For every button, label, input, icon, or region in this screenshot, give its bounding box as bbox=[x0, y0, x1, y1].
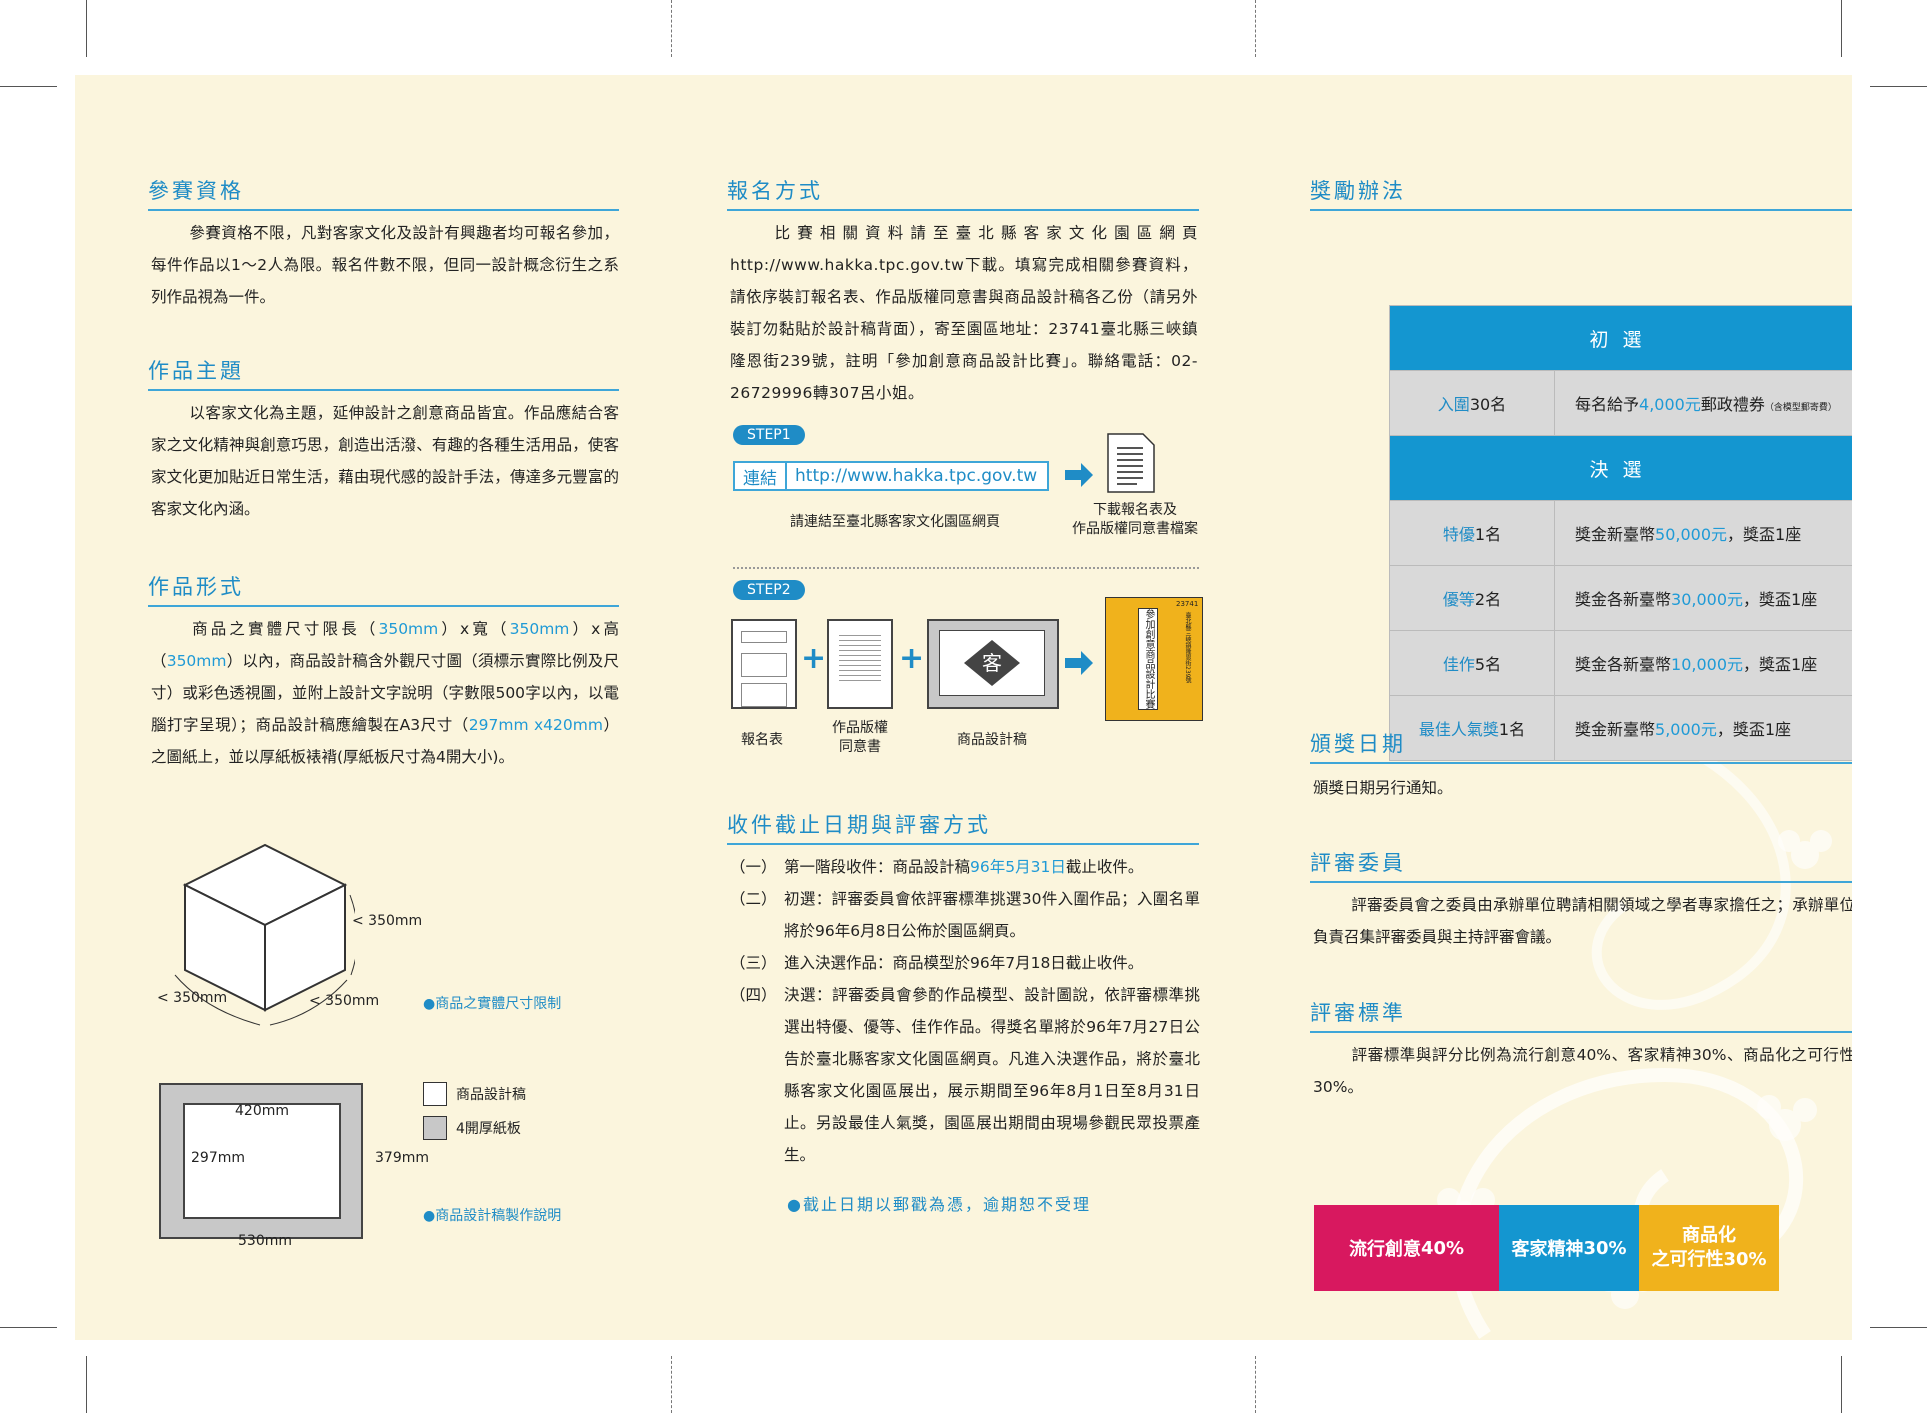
plus-icon: + bbox=[899, 641, 925, 676]
cube-dim-height: < 350mm bbox=[352, 913, 423, 929]
fold-mark bbox=[671, 1356, 672, 1413]
award-row: 入圍30名 每名給予4,000元郵政禮券（含模型郵寄費） bbox=[1389, 370, 1852, 436]
ceremony-text: 頒獎日期另行通知。 bbox=[1313, 779, 1453, 797]
deadline-heading: 收件截止日期與評審方式 bbox=[727, 813, 991, 837]
heading-rule bbox=[1310, 762, 1852, 764]
board-inner-diagram bbox=[183, 1103, 341, 1219]
deadline-item: （三）進入決選作品：商品模型於96年7月18日截止收件。 bbox=[730, 954, 1144, 972]
registration-form-icon bbox=[731, 619, 797, 709]
cube-dim-length: < 350mm bbox=[157, 990, 228, 1006]
heading-rule bbox=[1310, 209, 1852, 211]
crop-mark bbox=[1870, 1327, 1927, 1328]
envelope-address: 臺北縣三峽鎮隆恩街239號 bbox=[1184, 612, 1191, 684]
crop-mark bbox=[1841, 1356, 1842, 1413]
svg-text:客: 客 bbox=[982, 651, 1002, 675]
theme-heading: 作品主題 bbox=[148, 359, 244, 383]
award-row: 優等2名 獎金各新臺幣30,000元，獎盃1座 bbox=[1389, 565, 1852, 631]
criteria-text: 評審標準與評分比例為流行創意40%、客家精神30%、商品化之可行性30%。 bbox=[1313, 1046, 1852, 1096]
heading-rule bbox=[148, 209, 619, 211]
step2-caption-copyright: 作品版權同意書 bbox=[832, 720, 888, 755]
heading-rule bbox=[148, 389, 619, 391]
legend-design-label: 商品設計稿 bbox=[456, 1087, 526, 1103]
deadline-item: （二）初選：評審委員會依評審標準挑選30件入圍作品；入圍名單將於96年6月8日公… bbox=[730, 890, 1200, 940]
heading-rule bbox=[1310, 1031, 1852, 1033]
criteria-heading: 評審標準 bbox=[1310, 1001, 1406, 1025]
committee-text: 評審委員會之委員由承辦單位聘請相關領域之學者專家擔任之；承辦單位負責召集評審委員… bbox=[1313, 896, 1852, 946]
deadline-item: （四）決選：評審委員會參酌作品模型、設計圖說，依評審標準挑選出特優、優等、佳作作… bbox=[730, 986, 1200, 1164]
deadline-list: （一）第一階段收件：商品設計稿96年5月31日截止收件。 （二）初選：評審委員會… bbox=[730, 851, 1200, 1171]
design-draft-icon: 客 bbox=[927, 619, 1059, 709]
fold-mark bbox=[1255, 1356, 1256, 1413]
criteria-bar-commercial: 商品化之可行性30% bbox=[1639, 1205, 1779, 1291]
postmark-note: ●截止日期以郵戳為憑，逾期恕不受理 bbox=[787, 1195, 1091, 1214]
final-header: 決選 bbox=[1389, 435, 1852, 501]
board-inner-height: 297mm bbox=[191, 1150, 245, 1166]
step-divider bbox=[733, 567, 1199, 569]
heading-rule bbox=[727, 209, 1199, 211]
step2-caption-form: 報名表 bbox=[741, 732, 783, 748]
step1-caption-right: 下載報名表及作品版權同意書檔案 bbox=[1072, 502, 1198, 537]
board-outer-width: 530mm bbox=[238, 1233, 292, 1249]
step1-badge: STEP1 bbox=[733, 425, 805, 445]
cube-dim-width: < 350mm bbox=[309, 993, 380, 1009]
registration-text: 比賽相關資料請至臺北縣客家文化園區網頁http://www.hakka.tpc.… bbox=[730, 224, 1198, 402]
website-link-box[interactable]: 連結 http://www.hakka.tpc.gov.tw bbox=[733, 461, 1049, 491]
arrow-right-icon bbox=[1065, 463, 1093, 487]
envelope-icon: 參加創意商品設計比賽 23741 臺北縣三峽鎮隆恩街239號 bbox=[1105, 597, 1203, 721]
committee-heading: 評審委員 bbox=[1310, 851, 1406, 875]
deadline-item: （一）第一階段收件：商品設計稿96年5月31日截止收件。 bbox=[730, 858, 1144, 876]
envelope-label: 參加創意商品設計比賽 bbox=[1138, 608, 1158, 710]
link-tag: 連結 bbox=[735, 463, 787, 489]
crop-mark bbox=[1841, 0, 1842, 57]
step1-caption-left: 請連結至臺北縣客家文化園區網頁 bbox=[790, 514, 1000, 530]
step2-badge: STEP2 bbox=[733, 580, 805, 600]
board-caption: ●商品設計稿製作說明 bbox=[423, 1208, 562, 1224]
ceremony-heading: 頒獎日期 bbox=[1310, 732, 1406, 756]
eligibility-heading: 參賽資格 bbox=[148, 179, 244, 203]
theme-text: 以客家文化為主題，延伸設計之創意商品皆宜。作品應結合客家之文化精神與創意巧思，創… bbox=[151, 404, 619, 518]
award-row: 佳作5名 獎金各新臺幣10,000元，獎盃1座 bbox=[1389, 630, 1852, 696]
heading-rule bbox=[727, 843, 1199, 845]
format-heading: 作品形式 bbox=[148, 575, 244, 599]
heading-rule bbox=[1310, 881, 1852, 883]
eligibility-text: 參賽資格不限，凡對客家文化及設計有興趣者均可報名參加，每件作品以1～2人為限。報… bbox=[151, 224, 619, 306]
registration-heading: 報名方式 bbox=[727, 179, 823, 203]
plus-icon: + bbox=[801, 641, 827, 676]
legend-swatch-board bbox=[423, 1116, 447, 1140]
brochure-page: 參賽資格 參賽資格不限，凡對客家文化及設計有興趣者均可報名參加，每件作品以1～2… bbox=[75, 75, 1852, 1340]
document-download-icon bbox=[1107, 433, 1155, 493]
crop-mark bbox=[0, 86, 57, 87]
step2-caption-design: 商品設計稿 bbox=[957, 732, 1027, 748]
hakka-logo-icon: 客 bbox=[939, 630, 1045, 696]
format-text: 商品之實體尺寸限長（350mm）x寬（350mm）x高（350mm）以內，商品設… bbox=[151, 620, 619, 766]
heading-rule bbox=[148, 605, 619, 607]
crop-mark bbox=[1870, 86, 1927, 87]
award-row: 最佳人氣獎1名 獎金新臺幣5,000元，獎盃1座 bbox=[1389, 695, 1852, 761]
prelim-header: 初選 bbox=[1389, 305, 1852, 371]
crop-mark bbox=[0, 1327, 57, 1328]
award-row: 特優1名 獎金新臺幣50,000元，獎盃1座 bbox=[1389, 500, 1852, 566]
board-outer-diagram bbox=[159, 1083, 363, 1239]
board-outer-height: 379mm bbox=[375, 1150, 429, 1166]
crop-mark bbox=[86, 0, 87, 57]
awards-table: 初選 入圍30名 每名給予4,000元郵政禮券（含模型郵寄費） 決選 特優1名 … bbox=[1389, 305, 1852, 761]
website-url[interactable]: http://www.hakka.tpc.gov.tw bbox=[795, 466, 1038, 486]
board-inner-width: 420mm bbox=[235, 1103, 289, 1119]
envelope-zip: 23741 bbox=[1176, 600, 1199, 608]
cube-dimension-diagram bbox=[174, 843, 355, 1026]
cube-caption: ●商品之實體尺寸限制 bbox=[423, 996, 562, 1012]
crop-mark bbox=[86, 1356, 87, 1413]
awards-heading: 獎勵辦法 bbox=[1310, 179, 1406, 203]
arrow-right-icon bbox=[1065, 651, 1093, 675]
legend-swatch-design bbox=[423, 1082, 447, 1106]
fold-mark bbox=[1255, 0, 1256, 57]
fold-mark bbox=[671, 0, 672, 57]
copyright-form-icon bbox=[827, 619, 893, 709]
legend-board-label: 4開厚紙板 bbox=[456, 1121, 521, 1137]
